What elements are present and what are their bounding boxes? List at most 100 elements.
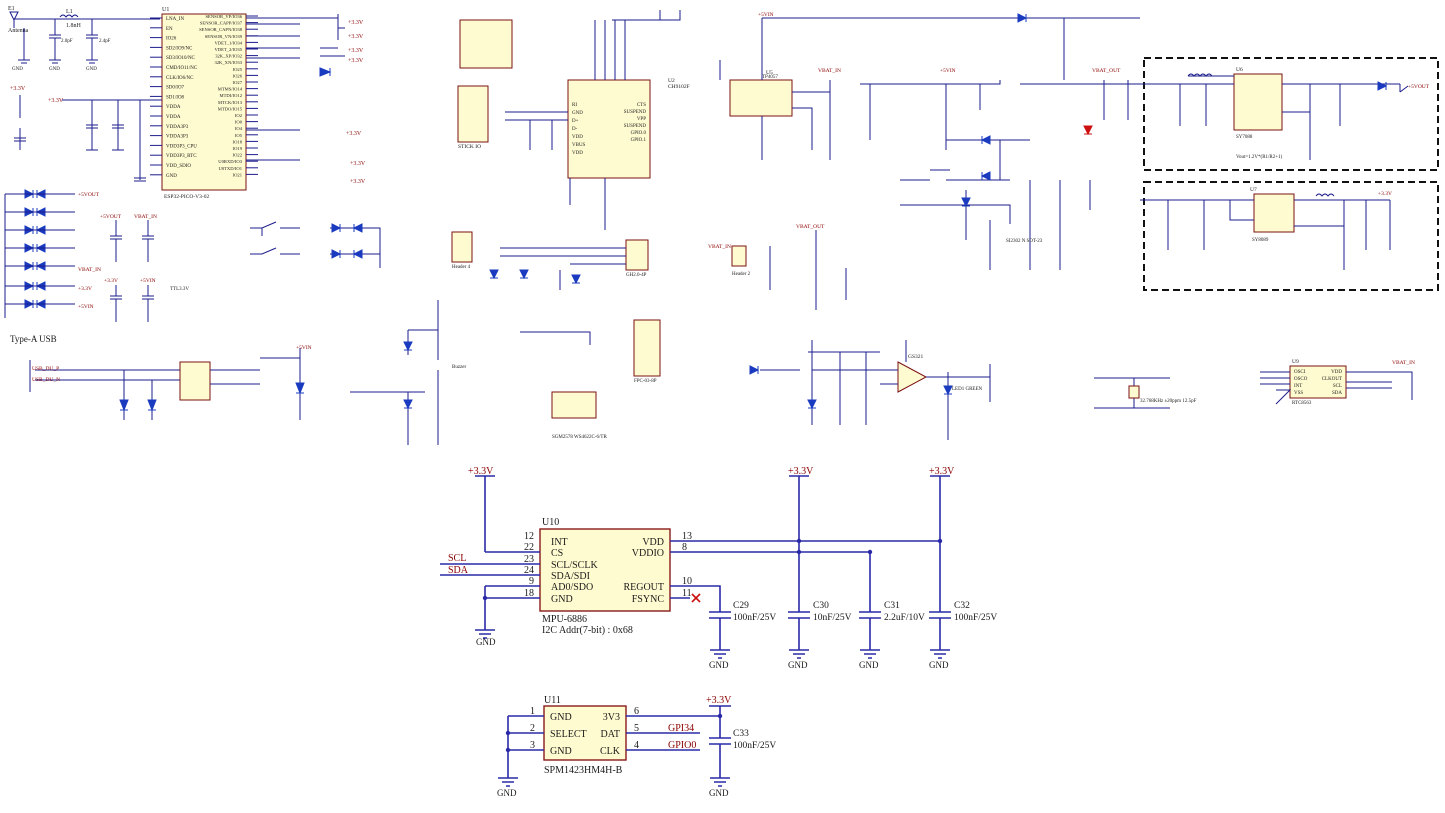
vbat-in-label: VBAT_IN [78, 267, 101, 273]
gnd-label: GND [476, 637, 496, 647]
gnd-label: GND [859, 660, 879, 670]
sda-net-label: SDA [448, 565, 469, 576]
mcu-pin-label: VDD_SDIO [166, 164, 191, 169]
charger-block: U5 TP4057 +5VIN VBAT_IN +5VIN VBAT_OUT S… [719, 12, 1140, 270]
ttl-label: TTL3.3V [170, 287, 189, 292]
mic-pin-number: 2 [530, 723, 535, 734]
mcu-pin-label: IO4 [235, 126, 243, 131]
usb-section: Type-A USB USB_DU_P USB_DU_N +5VIN [10, 334, 312, 420]
mcu-pin-label: U0RXD/IO3 [218, 159, 242, 164]
u4-part: SGM2578 WS4622C-6/TR [552, 435, 607, 440]
mcu-pin-label: GND [166, 174, 177, 179]
u2-part: CH9102F [668, 84, 690, 90]
gnd-label: GND [929, 660, 949, 670]
mcu-pin-label: IO25 [233, 67, 243, 72]
mpu-pin-name: VDDIO [632, 548, 664, 559]
antenna-ref: E1 [8, 6, 15, 12]
mpu-left-pins: 12INT22CS23SCL/SCLK24SDA/SDI9AD0/SDO18GN… [524, 531, 598, 605]
mpu-part: MPU-6886 [542, 614, 587, 625]
mic-pin-name: SELECT [550, 729, 587, 740]
mic-pin-number: 4 [634, 740, 639, 751]
dat-net-label: GPI34 [668, 723, 694, 734]
v33-label: +3.3V [348, 48, 364, 54]
mcu-pin-label: SD2/IO9/NC [166, 46, 193, 51]
mpu-pin-number: 13 [682, 531, 692, 542]
gnd-label: GND [788, 660, 808, 670]
q7-part: SI2302 N SOT-23 [1006, 239, 1043, 244]
l1-ref: L1 [66, 9, 73, 15]
mpu-pin-number: 24 [524, 565, 534, 576]
mcu-pin-label: VDDA [166, 105, 181, 110]
mic-pin-name: GND [550, 712, 572, 723]
mpu-pin-number: 12 [524, 531, 534, 542]
mic-pin-number: 6 [634, 706, 639, 717]
c32-value: 100nF/25V [954, 613, 997, 623]
mcu-pin-label: IO0 [235, 120, 243, 125]
mcu-pin-label: VDDA3P3 [166, 125, 189, 130]
u7-body [1253, 193, 1295, 233]
v5vin-label: +5VIN [758, 12, 774, 18]
mcu-pin-label: VDET_2/IO35 [214, 47, 242, 52]
crystal-label: 32.768KHz ±20ppm 12.5pF [1140, 399, 1197, 404]
mcu-pin-label: 32K_XN/IO33 [214, 60, 242, 65]
v5in-label: +5VIN [940, 68, 956, 74]
mpu-pin-number: 10 [682, 576, 692, 587]
type-a-usb-label: Type-A USB [10, 334, 57, 344]
vbat-in-label: VBAT_IN [1392, 360, 1415, 366]
gnd-label: GND [12, 67, 23, 72]
rtc-pin-label: VDD [1331, 370, 1342, 375]
mic-part: SPM1423HM4H-B [544, 765, 623, 776]
rtc-pin-label: VSS [1294, 391, 1303, 396]
v33-label: +3.3V [10, 86, 26, 92]
u2-pin-label: VPP [637, 117, 646, 122]
c33-ref: C33 [733, 729, 749, 739]
mpu-body [539, 528, 671, 612]
v5vin-label: +5VIN [296, 345, 312, 351]
mcu-pin-label: VDDA [166, 115, 181, 120]
j1-part: GH2.0-4P [626, 273, 647, 278]
u5-body [729, 79, 793, 117]
mcu-pin-label: IO2 [235, 113, 243, 118]
mcu-pin-label: VDET_1/IO34 [214, 40, 242, 45]
u2-pin-label: GPIO.1 [631, 138, 647, 143]
ch9102-body [567, 79, 651, 179]
mcu-pin-label: MTDI/IO12 [220, 93, 243, 98]
mpu-pin-name: CS [551, 548, 563, 559]
v33-label: +3.3V [348, 58, 364, 64]
rtc-pin-label: CLKOUT [1322, 377, 1342, 382]
mcu-pin-label: IO27 [233, 80, 243, 85]
c31-value: 2.2uF/10V [884, 613, 925, 623]
antenna-icon [9, 11, 19, 28]
rtc-body [1289, 365, 1347, 399]
mcu-pin-label: SENSOR_VN/IO39 [205, 34, 243, 39]
mpu-pin-number: 18 [524, 588, 534, 599]
mcu-pin-label: SD0/IO7 [166, 86, 185, 91]
mcu-body [161, 13, 247, 191]
l1-value: 1.8nH [66, 23, 82, 29]
mcu-pin-label: SENSOR_CAPP/IO37 [200, 21, 243, 26]
mpu-pin-name: SCL/SCLK [551, 560, 598, 571]
mpu-pin-name: REGOUT [623, 582, 664, 593]
mpu-pin-number: 23 [524, 554, 534, 565]
v33-label: +3.3V [468, 466, 494, 477]
c29-ref: C29 [733, 601, 749, 611]
io-section: Header 4 GH2.0-4P FPC-03-8P SGM2578 WS46… [350, 231, 661, 445]
rtc-pin-label: OSCO [1294, 377, 1308, 382]
mcu-right-pins: SENSOR_VP/IO36SENSOR_CAPP/IO37SENSOR_CAP… [199, 14, 258, 177]
u5-ref: U5 [766, 70, 773, 76]
vbat-in-label: VBAT_IN [818, 68, 841, 74]
v33-label: +3.3V [350, 179, 366, 185]
antenna-label: Antenna [8, 28, 29, 34]
c30-value: 10nF/25V [813, 613, 852, 623]
u2-pin-label: VDD [572, 151, 583, 156]
mpu-pin-name: FSYNC [632, 594, 665, 605]
c31-ref: C31 [884, 601, 900, 611]
mcu-pin-label: CMD/IO11/NC [166, 66, 198, 71]
mic-pin-number: 3 [530, 740, 535, 751]
mcu-pin-label: MTCK/IO13 [218, 100, 243, 105]
v5out-label: +5VOUT [78, 192, 100, 198]
buzzer-label: Buzzer [452, 365, 466, 370]
